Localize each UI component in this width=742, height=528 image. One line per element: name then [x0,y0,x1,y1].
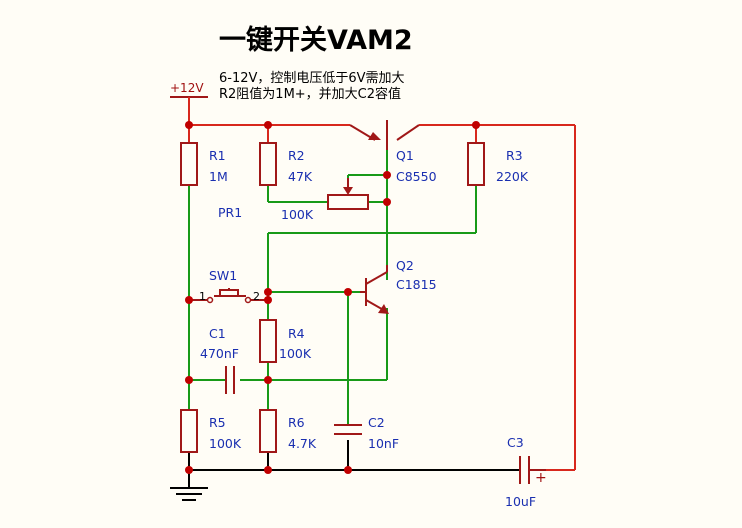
c2-value: 10nF [368,436,399,451]
pr1-value: 100K [281,207,314,222]
supply-symbol [170,96,208,125]
r4-ref: R4 [288,326,305,341]
ground-wire [170,440,520,501]
junction-dots [185,121,480,474]
note-line-2: R2阻值为1M+，并加大C2容值 [219,86,401,102]
r4-value: 100K [279,346,312,361]
r3-ref: R3 [506,148,523,163]
resistor-r2 [259,142,277,186]
resistor-r4 [259,319,277,363]
note-line-1: 6-12V，控制电压低于6V需加大 [219,71,405,86]
c2-ref: C2 [368,415,385,430]
r6-value: 4.7K [288,436,317,451]
r5-ref: R5 [209,415,226,430]
sw1-pin2: 2 [253,290,260,303]
c1-ref: C1 [209,326,226,341]
c3-polarity-mark: + [535,470,547,486]
r6-ref: R6 [288,415,305,430]
resistor-r5 [180,409,198,453]
r2-value: 47K [288,169,313,184]
r1-ref: R1 [209,148,226,163]
resistor-r1 [180,142,198,186]
transistor-q1 [349,120,420,150]
capacitor-c2 [334,424,362,435]
resistor-r6 [259,409,277,453]
q1-value: C8550 [396,169,437,184]
q1-ref: Q1 [396,148,414,163]
schematic-title: 一键开关VAM2 [219,24,413,56]
transistor-q2 [360,265,389,314]
q2-ref: Q2 [396,258,414,273]
q2-value: C1815 [396,277,437,292]
r2-ref: R2 [288,148,305,163]
r1-value: 1M [209,169,228,184]
signal-wires [188,150,477,425]
pr1-ref: PR1 [218,205,242,220]
capacitor-c3 [519,456,546,484]
supply-label: +12V [170,81,204,95]
r3-value: 220K [496,169,529,184]
r5-value: 100K [209,436,242,451]
potentiometer-pr1 [327,178,369,210]
c3-value: 10uF [505,494,536,509]
resistor-r3 [467,142,485,186]
capacitor-c1 [189,366,235,394]
sw1-ref: SW1 [209,268,237,283]
sw1-pin1: 1 [199,290,206,303]
c3-ref: C3 [507,435,524,450]
c1-value: 470nF [200,346,239,361]
